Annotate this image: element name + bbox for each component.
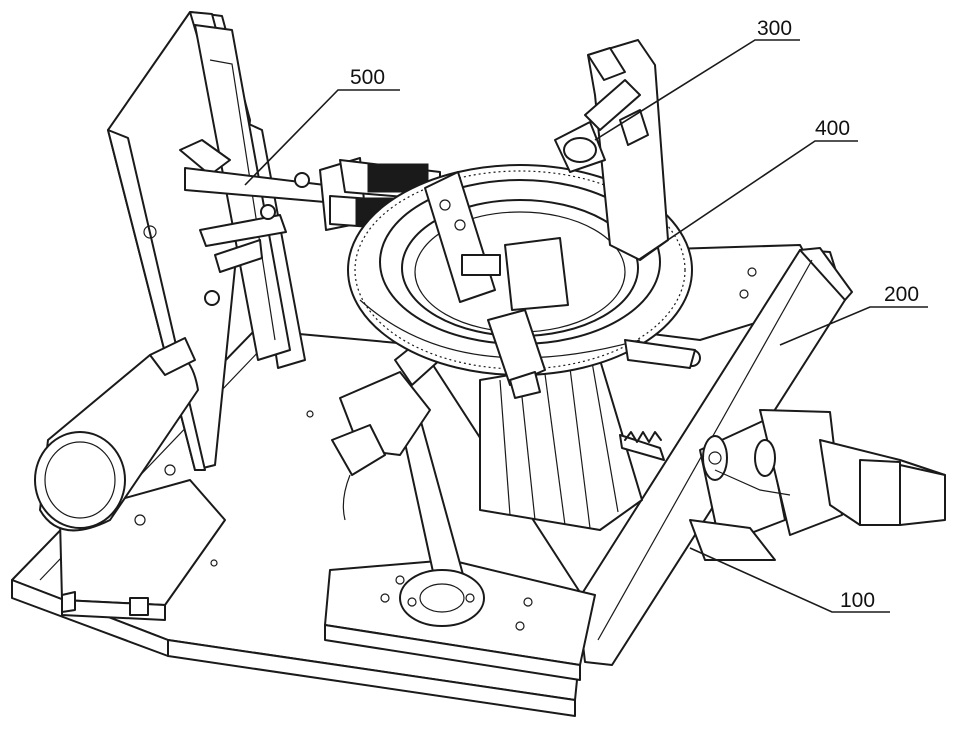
label-100: 100 — [840, 589, 875, 612]
label-500: 500 — [350, 66, 385, 89]
label-200: 200 — [884, 283, 919, 306]
funnel — [480, 360, 642, 530]
label-400: 400 — [815, 117, 850, 140]
label-300: 300 — [757, 17, 792, 40]
